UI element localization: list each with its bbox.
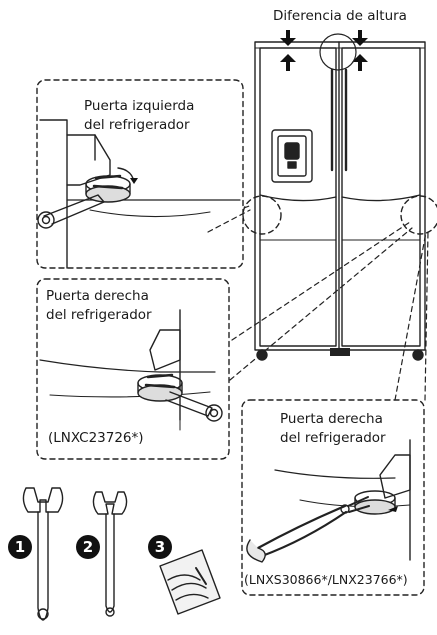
left-door-hinge-panel	[36, 79, 244, 269]
open-end-wrench-icon	[22, 487, 64, 621]
right-door-hinge-panel-b	[241, 399, 425, 596]
tool-number-2: 2	[76, 535, 100, 559]
height-difference-arrows	[280, 30, 368, 71]
left-door-label-line1: Puerta izquierda	[84, 98, 195, 114]
right-door-hinge-panel-a	[36, 278, 230, 460]
model-label-a: (LNXC23726*)	[48, 430, 144, 446]
water-dispenser	[271, 129, 313, 183]
left-door-label-line2: del refrigerador	[84, 117, 190, 133]
right-door-b-label-line1: Puerta derecha	[280, 411, 383, 427]
right-door-a-label-line2: del refrigerador	[46, 307, 152, 323]
callout-connectors	[207, 204, 429, 401]
model-label-b: (LNXS30866*/LNX23766*)	[244, 572, 408, 587]
tool-number-3: 3	[148, 535, 172, 559]
right-door-a-label-line1: Puerta derecha	[46, 288, 149, 304]
snap-ring-bag-icon	[159, 549, 221, 615]
right-door-b-label-line2: del refrigerador	[280, 430, 386, 446]
refrigerator-illustration	[242, 30, 437, 361]
tool-number-1: 1	[8, 535, 32, 559]
height-difference-label: Diferencia de altura	[273, 8, 407, 24]
small-wrench-icon	[92, 491, 128, 617]
